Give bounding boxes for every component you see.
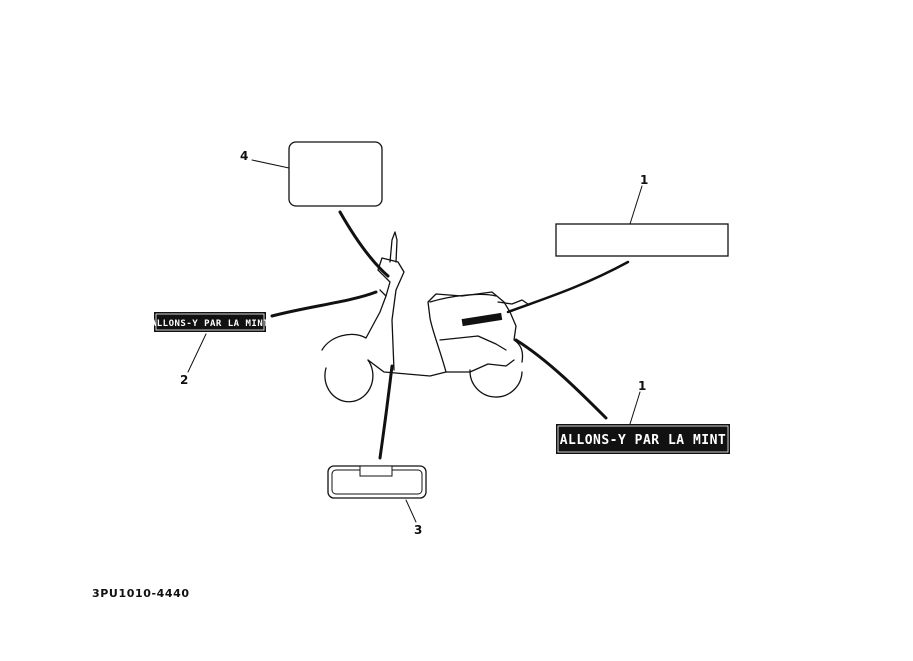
decal-3-plate bbox=[327, 465, 427, 499]
floorboard bbox=[367, 359, 471, 377]
part-code: 3PU1010-4440 bbox=[92, 587, 190, 600]
decal-2-emblem: ALLONS-Y PAR LA MINT bbox=[151, 312, 269, 332]
decal-1-text: ALLONS-Y PAR LA MINT bbox=[560, 433, 727, 448]
leader-1-top bbox=[629, 185, 643, 225]
seat bbox=[429, 293, 497, 303]
decal-4-plate bbox=[288, 141, 383, 207]
swingarm bbox=[469, 359, 515, 373]
callout-3: 3 bbox=[414, 523, 422, 537]
rear-body bbox=[427, 291, 524, 373]
leader-4-to-scooter bbox=[338, 210, 390, 278]
callout-4: 4 bbox=[240, 149, 248, 163]
rear-wheel bbox=[469, 369, 523, 398]
leader-1-bottom bbox=[629, 391, 641, 425]
leader-3 bbox=[405, 499, 417, 523]
callout-1-top: 1 bbox=[640, 173, 648, 187]
decal-1-strip bbox=[555, 223, 729, 257]
leader-2-to-scooter bbox=[270, 290, 378, 318]
front-wheel bbox=[324, 359, 374, 403]
steering-column bbox=[377, 257, 405, 371]
rear-rack bbox=[497, 299, 529, 305]
leader-1-top-to-scooter bbox=[506, 260, 630, 314]
leader-3-to-scooter bbox=[378, 364, 394, 460]
scooter-outline bbox=[321, 231, 529, 403]
leader-2 bbox=[187, 333, 207, 373]
leader-lines bbox=[187, 159, 643, 523]
decal-2-text: ALLONS-Y PAR LA MINT bbox=[151, 319, 269, 329]
decal-1-emblem: ALLONS-Y PAR LA MINT bbox=[556, 424, 730, 454]
front-fender bbox=[321, 289, 387, 351]
body-panel-line bbox=[439, 335, 507, 351]
callout-1-bottom: 1 bbox=[638, 379, 646, 393]
leader-1-bottom-to-scooter bbox=[514, 338, 608, 420]
mirror bbox=[389, 231, 398, 263]
leader-4 bbox=[251, 159, 290, 169]
callout-2: 2 bbox=[180, 373, 188, 387]
body-emblem-marker bbox=[461, 312, 503, 327]
